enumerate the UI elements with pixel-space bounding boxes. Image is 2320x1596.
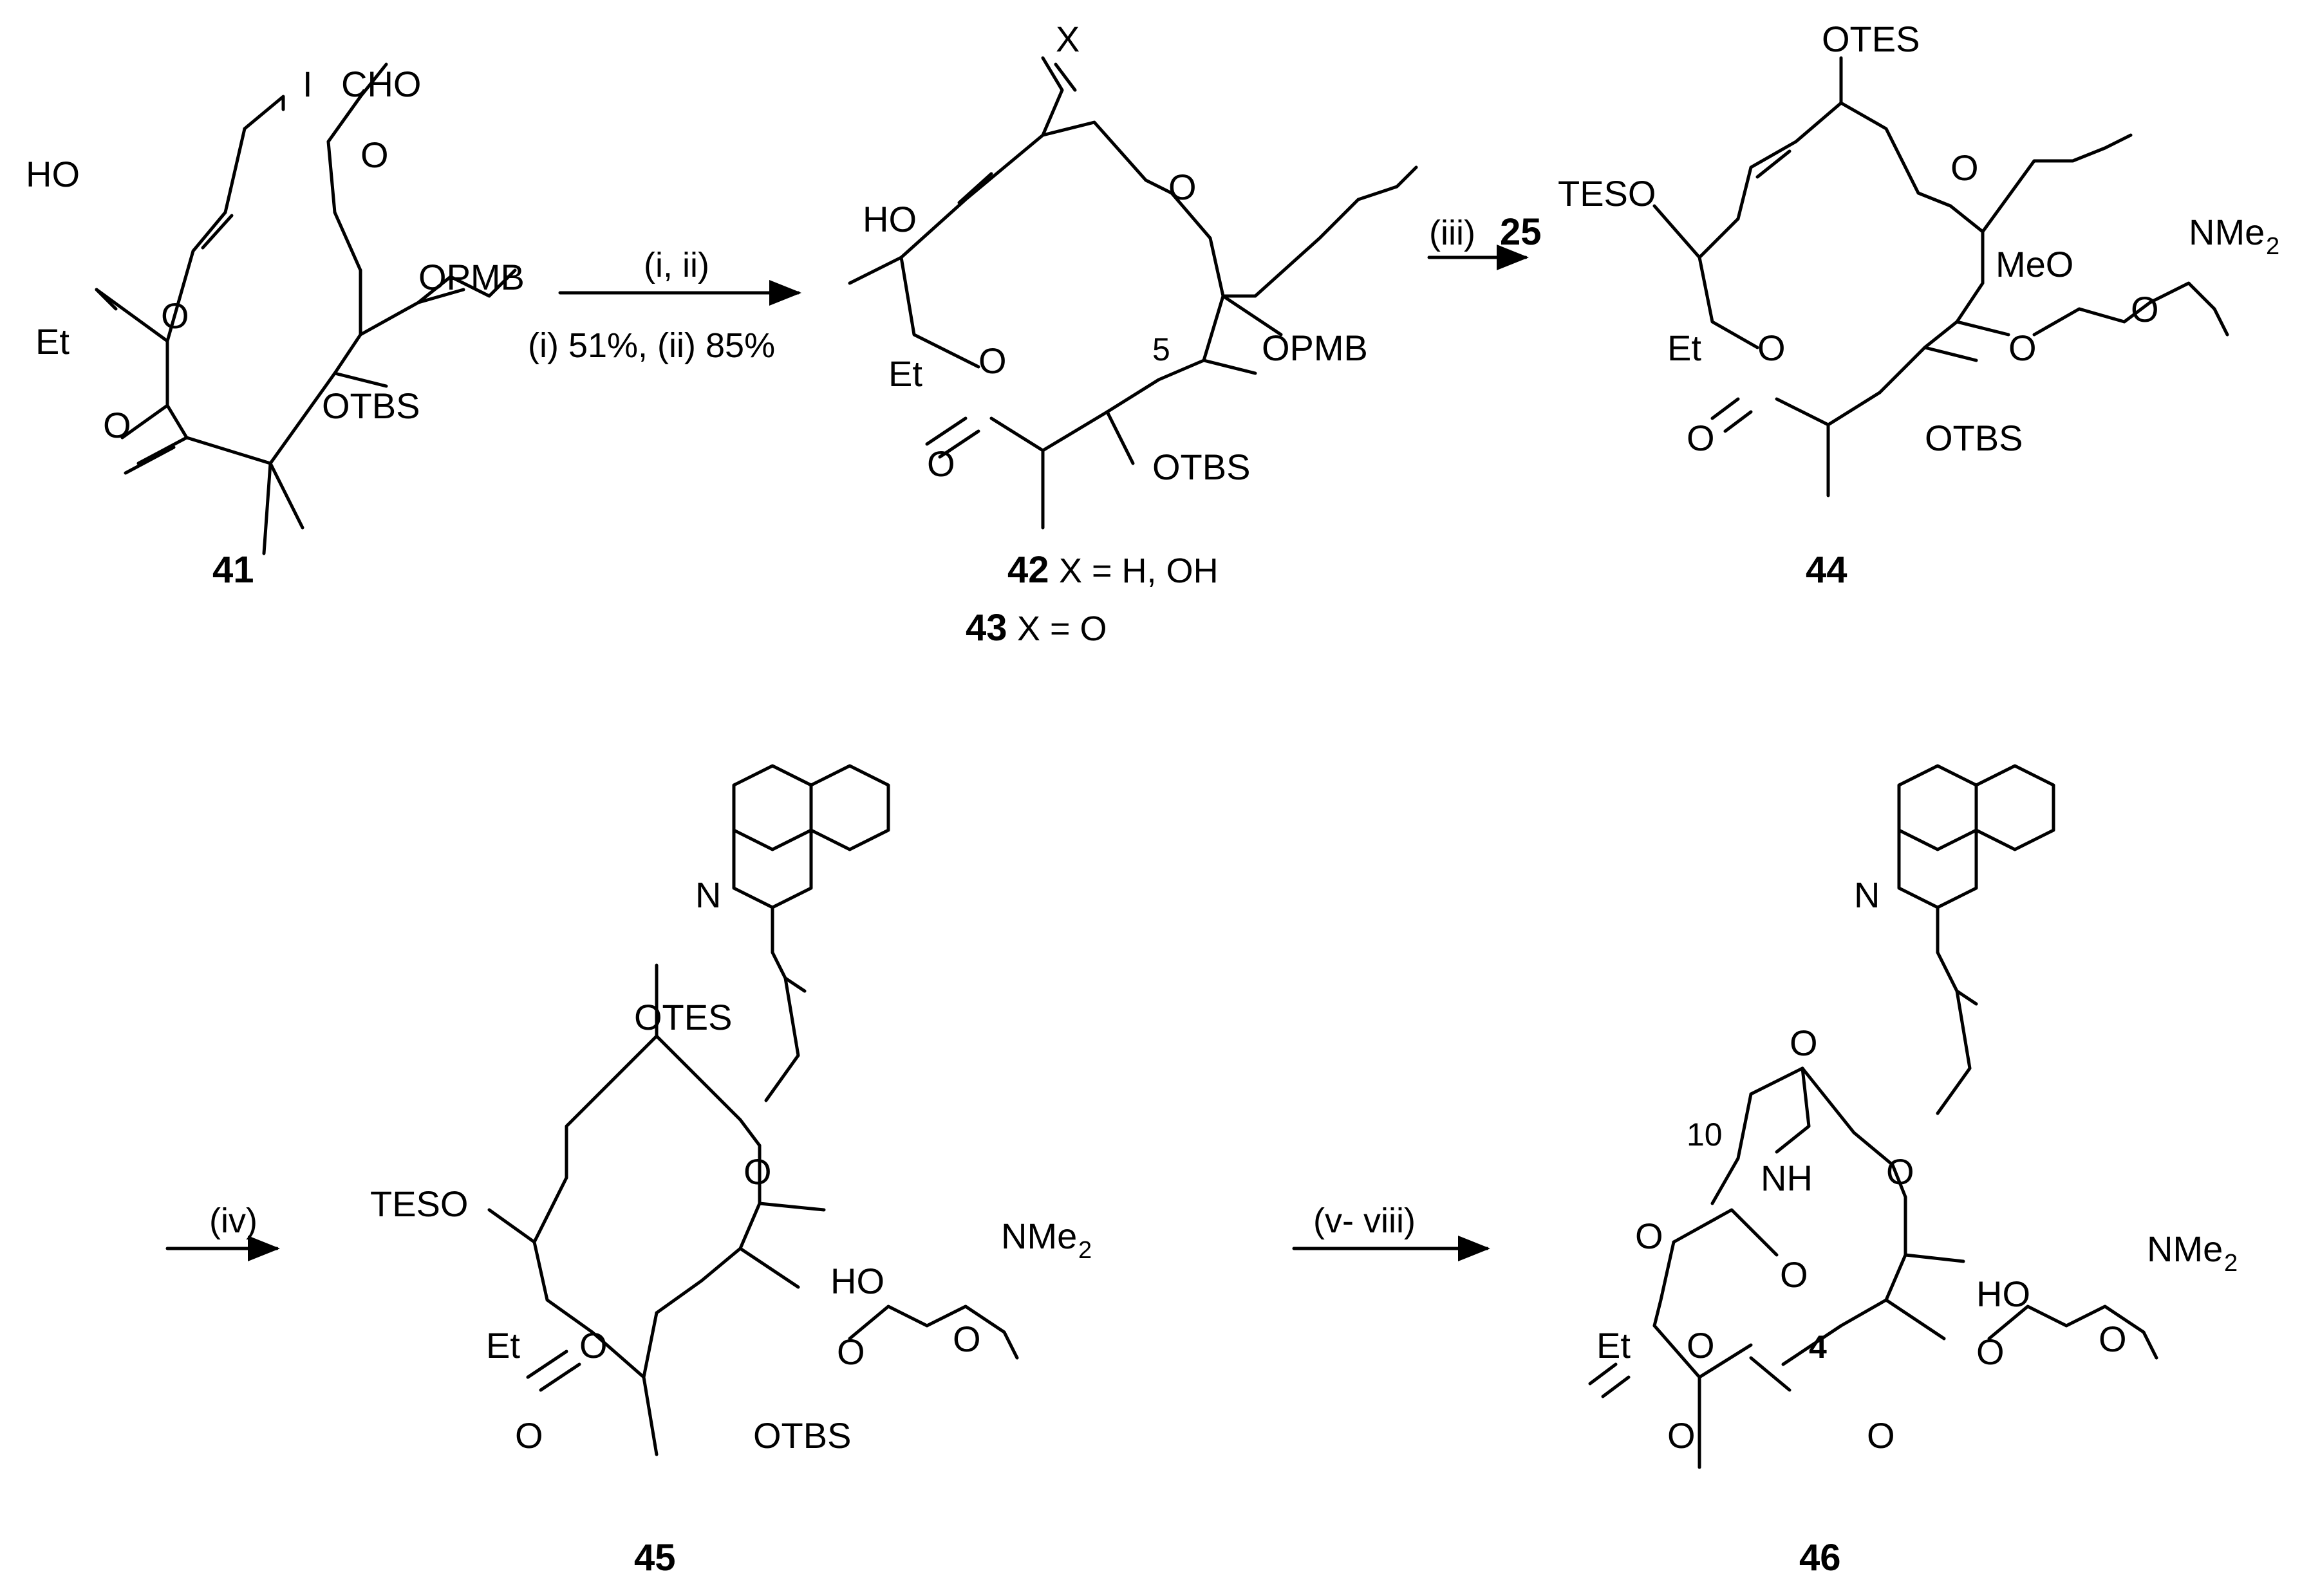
sugar-ring-oxygen-label: O: [2131, 289, 2159, 329]
opmb-label: OPMB: [418, 257, 525, 297]
carbamate-carbonyl-oxygen-label: O: [1780, 1254, 1808, 1295]
compound-43-description: X = O: [1017, 609, 1107, 648]
locant-10: 10: [1687, 1117, 1723, 1153]
compound-46-structure: [1588, 764, 2158, 1469]
sugar-ring-oxygen-label: O: [953, 1319, 981, 1359]
subscript-2: 2: [2266, 233, 2279, 260]
compound-45-label: 45: [634, 1537, 676, 1579]
x-substituent-label: X: [1056, 19, 1080, 59]
lactone-oxygen-label: O: [1687, 1325, 1715, 1366]
ethyl-label: Et: [486, 1325, 520, 1366]
otbs-label: OTBS: [1925, 418, 2023, 458]
locant-5: 5: [1152, 331, 1170, 367]
lactone-oxygen-label: O: [978, 340, 1007, 381]
ethyl-label: Et: [888, 353, 922, 394]
allyl-ether-oxygen-label: O: [744, 1151, 772, 1192]
otbs-label: OTBS: [753, 1415, 851, 1456]
sugar-ring-oxygen-label: O: [2099, 1319, 2127, 1359]
dimethylamino-label: NMe: [1001, 1216, 1077, 1256]
subscript-2: 2: [2224, 1250, 2238, 1277]
compound-41-label: 41: [212, 549, 254, 591]
compound-44-structure: [1652, 56, 2229, 497]
carbonyl-oxygen-label: O: [1667, 1415, 1696, 1456]
compound-43-label: 43: [966, 607, 1007, 649]
carbamate-oxygen-label: O: [1635, 1216, 1663, 1256]
ethyl-label: Et: [1596, 1325, 1631, 1366]
ethyl-label: Et: [35, 321, 70, 362]
teso-label: TESO: [1558, 173, 1656, 214]
ester-oxygen-label: O: [161, 295, 189, 336]
carbonyl-oxygen-label: O: [103, 405, 131, 445]
methoxy-label: MeO: [1996, 244, 2073, 284]
subscript-2: 2: [1078, 1237, 1092, 1264]
allyl-ether-oxygen-label: O: [1168, 167, 1197, 207]
quinoline-nitrogen-label: N: [695, 875, 721, 915]
hydroxyl-label: HO: [830, 1261, 884, 1301]
carbonyl-oxygen-label: O: [1687, 418, 1715, 458]
arrow-4-conditions: (v- viii): [1313, 1202, 1416, 1240]
allyl-ether-oxygen-label: O: [1950, 147, 1979, 188]
allyl-ether-oxygen-label: O: [360, 135, 389, 175]
ketone-oxygen-label: O: [1790, 1023, 1818, 1063]
allyl-ether-oxygen-label: O: [1886, 1151, 1914, 1192]
carbonyl-oxygen-label: O: [515, 1415, 543, 1456]
compound-42-label: 42: [1007, 549, 1049, 591]
compound-41-structure: [95, 62, 517, 555]
opmb-label: OPMB: [1262, 328, 1368, 368]
lactone-oxygen-label: O: [579, 1325, 608, 1366]
arrow-2-conditions: (iii): [1429, 214, 1475, 252]
arrow-3-conditions: (iv): [209, 1202, 257, 1240]
arrow-1-conditions-bottom: (i) 51%, (ii) 85%: [528, 326, 775, 365]
aldehyde-label: CHO: [341, 64, 421, 104]
otbs-label: OTBS: [322, 385, 420, 426]
teso-label: TESO: [370, 1183, 468, 1224]
glycoside-oxygen-label: O: [2008, 328, 2037, 368]
dimethylamino-label: NMe: [2189, 212, 2265, 252]
amide-nh-label: NH: [1761, 1158, 1813, 1198]
compound-42-description: X = H, OH: [1059, 552, 1219, 590]
hydroxyl-label: HO: [26, 154, 80, 194]
c3-ketone-oxygen-label: O: [1867, 1415, 1895, 1456]
iodine-label: I: [303, 64, 313, 104]
arrow-2-reagent: 25: [1500, 211, 1542, 253]
hydroxyl-label: HO: [863, 199, 917, 239]
compound-42-structure: [848, 56, 1418, 530]
arrow-1-conditions-top: (i, ii): [644, 246, 709, 284]
compound-46-label: 46: [1799, 1537, 1841, 1579]
lactone-oxygen-label: O: [1757, 328, 1786, 368]
carbonyl-oxygen-label: O: [927, 443, 955, 484]
compound-44-label: 44: [1806, 549, 1848, 591]
compound-45-structure: [487, 764, 1019, 1456]
dimethylamino-label: NMe: [2147, 1229, 2223, 1269]
ethyl-label: Et: [1667, 328, 1701, 368]
glycoside-oxygen-label: O: [837, 1332, 865, 1372]
locant-4: 4: [1809, 1329, 1827, 1365]
glycoside-oxygen-label: O: [1976, 1332, 2005, 1372]
hydroxyl-label: HO: [1976, 1274, 2030, 1314]
otes-top-label: OTES: [1822, 19, 1920, 59]
otbs-label: OTBS: [1152, 447, 1250, 487]
otes-label: OTES: [634, 997, 732, 1037]
quinoline-nitrogen-label: N: [1854, 875, 1880, 915]
